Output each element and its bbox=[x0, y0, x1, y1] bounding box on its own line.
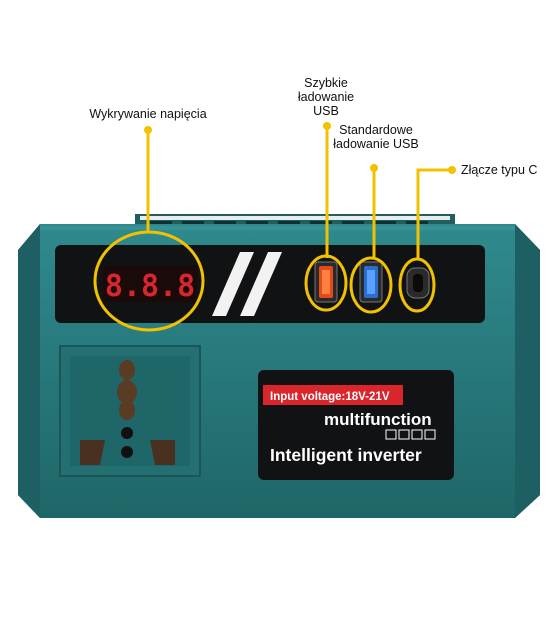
voltage-detection-callout: Wykrywanie napięcia bbox=[89, 107, 207, 121]
display-digits: 8.8.8 bbox=[105, 269, 195, 304]
callout-annotations bbox=[93, 122, 456, 332]
slash-decoration bbox=[212, 252, 282, 316]
input-voltage-text: Input voltage:18V-21V bbox=[270, 391, 390, 403]
ac-outlet bbox=[59, 345, 201, 477]
mode-icons bbox=[385, 429, 436, 440]
intelligent-inverter-text: Intelligent inverter bbox=[270, 445, 422, 465]
typec-port bbox=[406, 267, 430, 299]
standard-usb-port bbox=[359, 261, 383, 303]
fast-usb-port bbox=[314, 261, 338, 303]
label-panel: Input voltage:18V-21V multifunction Inte… bbox=[258, 370, 454, 480]
voltage-display: 8.8.8 bbox=[103, 266, 197, 304]
multifunction-text: multifunction bbox=[324, 410, 432, 429]
fast-usb-callout: Szybkie ładowanie USB bbox=[297, 76, 355, 118]
standard-usb-callout: Standardowe ładowanie USB bbox=[333, 123, 419, 151]
typec-callout: Złącze typu C bbox=[461, 163, 538, 177]
